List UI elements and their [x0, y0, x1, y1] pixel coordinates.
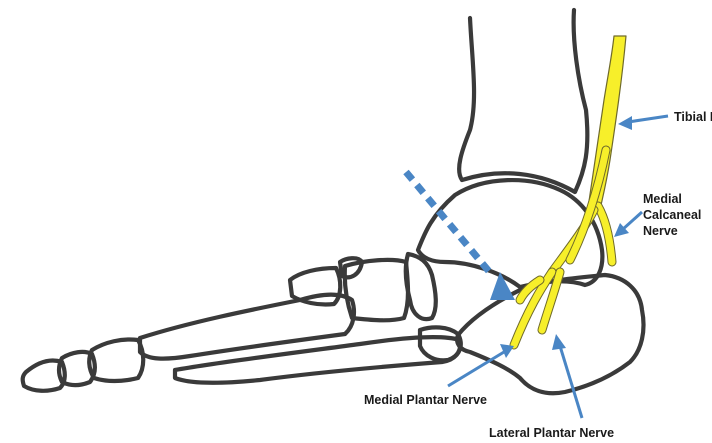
- navicular-bone: [406, 254, 436, 319]
- pointer-arrows: [406, 116, 668, 418]
- lateral-metatarsal: [175, 337, 460, 383]
- tibial-arrow-head: [618, 116, 632, 130]
- label-medial-calcaneal-line3: Nerve: [643, 224, 678, 238]
- medial-plantar-arrow-head: [500, 344, 514, 358]
- medial-calcaneal-arrow-line: [622, 212, 642, 230]
- second-metatarsal: [290, 268, 340, 305]
- bone-outlines: [23, 10, 644, 393]
- tibial-arrow-line: [628, 116, 668, 122]
- tibia-bone: [459, 10, 587, 192]
- label-medial-calcaneal-line2: Calcaneal: [643, 208, 701, 222]
- lateral-plantar-arrow-head: [552, 334, 566, 350]
- proximal-phalanx: [89, 339, 143, 381]
- label-medial-plantar-nerve: Medial Plantar Nerve: [364, 393, 487, 407]
- label-tibial-nerve: Tibial Nerve: [674, 110, 712, 124]
- label-medial-calcaneal-line1: Medial: [643, 192, 682, 206]
- lateral-plantar-arrow-line: [560, 346, 582, 418]
- label-lateral-plantar-nerve: Lateral Plantar Nerve: [489, 426, 614, 440]
